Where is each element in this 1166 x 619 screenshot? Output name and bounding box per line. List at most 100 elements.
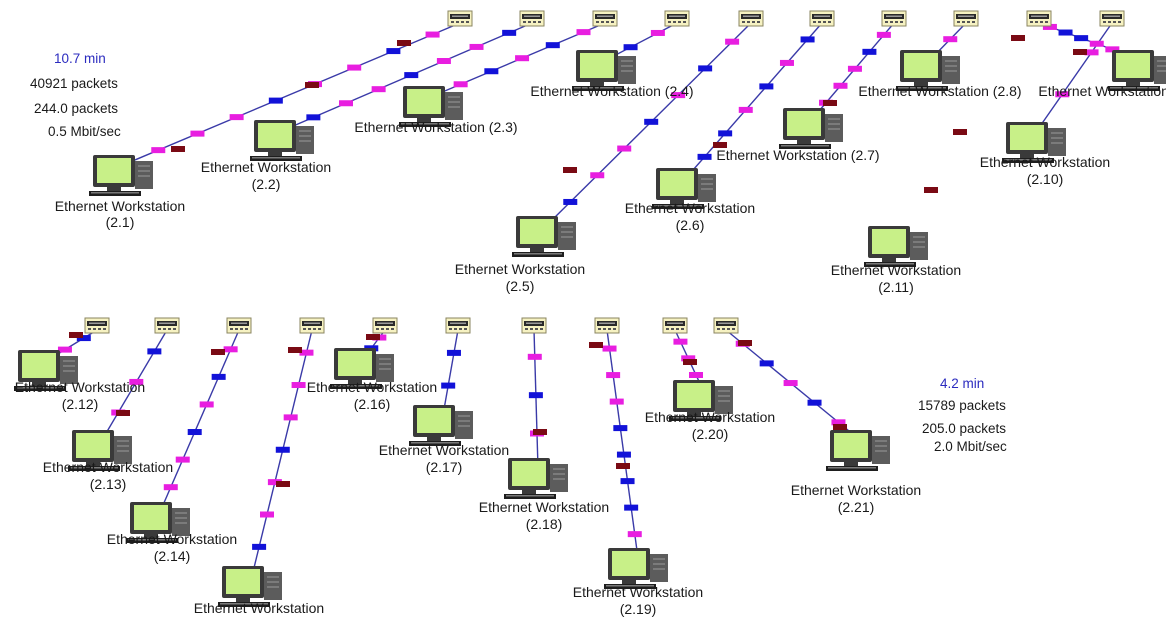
packet-marker xyxy=(627,531,642,538)
packet-marker xyxy=(223,346,238,353)
workstation-id: (2.16) xyxy=(354,396,391,412)
packet-marker xyxy=(759,360,774,367)
hub-icon xyxy=(594,317,620,334)
stats-top: 10.7 min 40921 packets 244.0 packets 0.5… xyxy=(30,51,121,139)
packet-marker xyxy=(187,429,202,436)
hub-icon xyxy=(372,317,398,334)
packet-marker xyxy=(613,425,628,432)
packet-marker xyxy=(644,118,659,125)
stat-time: 10.7 min xyxy=(54,51,106,66)
packet-marker xyxy=(831,419,846,426)
packet-marker xyxy=(609,398,624,405)
packet-marker xyxy=(698,65,713,72)
workstation-id: (2.6) xyxy=(676,217,705,233)
packet-marker xyxy=(260,511,274,518)
packet-marker xyxy=(425,31,440,38)
workstation-name: Ethernet Workstation xyxy=(201,159,331,175)
network-links xyxy=(47,22,1143,577)
packet-marker xyxy=(924,187,938,193)
workstation-id: (2.1) xyxy=(106,214,135,230)
workstation-id: (2.5) xyxy=(506,278,535,294)
packet-marker xyxy=(163,484,178,491)
workstation-name: Ethernet Workstation xyxy=(194,600,324,616)
workstation-name: Ethernet Workstation xyxy=(107,531,237,547)
packet-marker xyxy=(823,100,837,106)
packet-marker xyxy=(689,372,703,378)
packet-marker xyxy=(116,410,130,416)
packet-marker xyxy=(620,478,635,485)
packet-marker xyxy=(671,92,686,99)
packet-marker xyxy=(1105,46,1120,53)
packet-marker xyxy=(576,29,591,36)
workstation-name: Ethernet Workstation xyxy=(573,584,703,600)
packet-marker xyxy=(876,31,891,38)
packet-marker xyxy=(606,372,621,379)
packet-marker xyxy=(624,504,639,511)
network-link xyxy=(606,329,639,559)
packet-marker xyxy=(366,334,380,340)
hub-icon xyxy=(1099,10,1125,27)
packet-marker xyxy=(211,349,225,355)
packet-marker xyxy=(833,82,848,89)
packet-marker xyxy=(862,48,877,55)
packet-marker xyxy=(616,451,631,458)
workstation-icon xyxy=(778,107,844,150)
workstation-id: (2.19) xyxy=(620,601,657,617)
workstation-icon xyxy=(503,457,569,500)
packet-marker xyxy=(299,349,314,356)
hub-icon xyxy=(713,317,739,334)
packet-marker xyxy=(76,335,91,342)
packet-marker xyxy=(502,29,517,36)
workstation-name: Ethernet Workstation xyxy=(645,409,775,425)
packet-marker xyxy=(147,348,162,355)
packet-marker xyxy=(1058,29,1073,36)
packet-marker xyxy=(589,342,603,348)
workstation-name: Ethernet Workstation xyxy=(625,200,755,216)
hub-icon xyxy=(592,10,618,27)
packet-marker xyxy=(283,414,298,421)
packet-marker xyxy=(515,55,530,62)
packet-marker xyxy=(199,401,214,408)
workstation-icon xyxy=(603,547,669,590)
packet-marker xyxy=(725,38,740,45)
workstation-id: (2.13) xyxy=(90,476,127,492)
workstation-name: Ethernet Workstation (2.7) xyxy=(716,147,879,163)
workstation-name: Ethernet Workstation (2.9) xyxy=(1038,83,1166,99)
network-link xyxy=(533,329,539,469)
hub-icon xyxy=(84,317,110,334)
hub-icon xyxy=(447,10,473,27)
workstation-name: Ethernet Workstation (2.4) xyxy=(530,83,693,99)
workstation-icon xyxy=(88,154,154,197)
stat-rate: 244.0 packets xyxy=(34,101,118,116)
hub-icon xyxy=(299,317,325,334)
packet-marker xyxy=(151,147,166,154)
hub-icon xyxy=(445,317,471,334)
packet-marker xyxy=(738,106,753,113)
workstation-id: (2.11) xyxy=(878,279,914,295)
workstation-id: (2.10) xyxy=(1027,171,1064,187)
packet-marker xyxy=(404,72,419,79)
packet-marker xyxy=(1089,40,1104,47)
network-link xyxy=(685,22,823,179)
network-link xyxy=(1035,22,1113,133)
packet-marker xyxy=(800,36,815,43)
network-link xyxy=(251,329,313,577)
packet-marker xyxy=(697,153,712,160)
hub-icon xyxy=(662,317,688,334)
packet-marker xyxy=(759,83,774,90)
hub-icon xyxy=(664,10,690,27)
packet-marker xyxy=(1074,35,1089,42)
stat-bandwidth: 2.0 Mbit/sec xyxy=(934,439,1007,454)
packet-marker xyxy=(718,130,733,137)
workstations xyxy=(13,49,1166,608)
packet-marker xyxy=(252,543,267,550)
hub-icon xyxy=(519,10,545,27)
packet-marker xyxy=(833,424,847,430)
packet-marker xyxy=(807,399,822,406)
packet-marker xyxy=(681,355,696,362)
packet-marker xyxy=(683,359,697,365)
packet-marker xyxy=(397,40,411,46)
packet-marker xyxy=(616,463,630,469)
workstation-icon xyxy=(863,225,929,268)
packet-marker xyxy=(229,114,244,121)
